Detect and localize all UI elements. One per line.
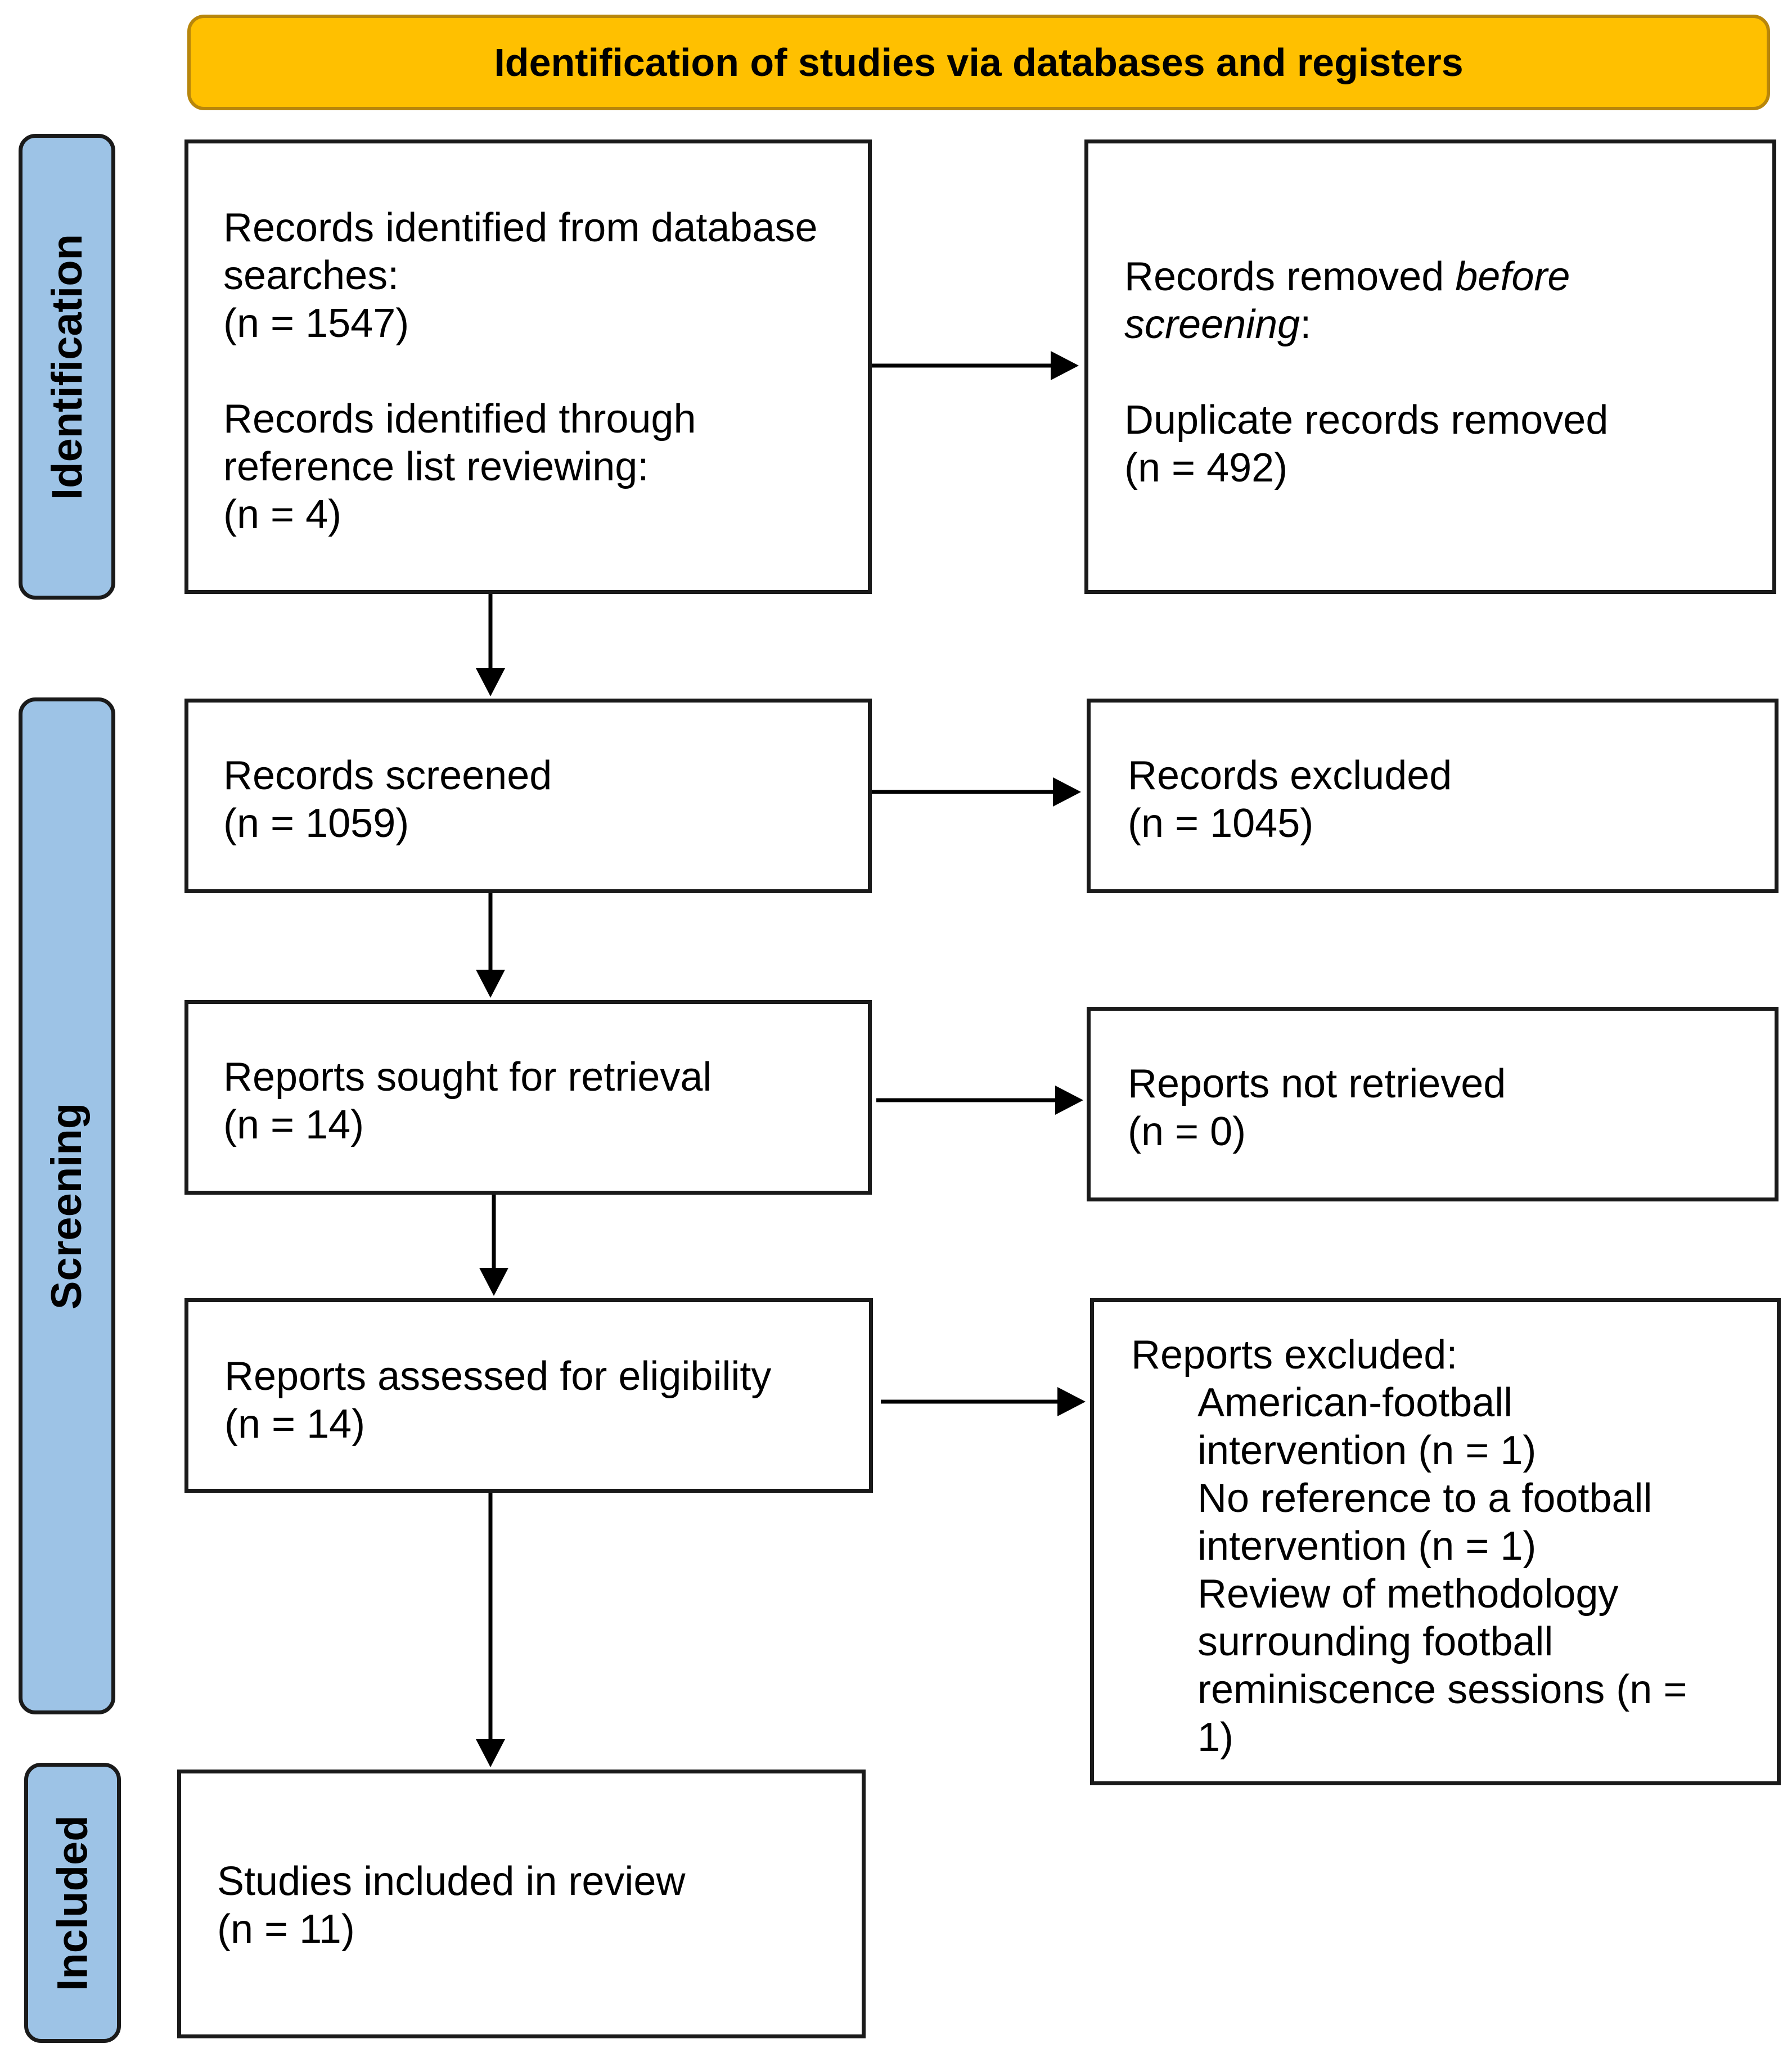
excluded-reason-line: Review of methodology	[1197, 1572, 1619, 1617]
records-screened-box: Records screened (n = 1059)	[184, 699, 872, 893]
db-line-2: searches:	[223, 253, 399, 298]
phase-included: Included	[24, 1763, 121, 2043]
removed-line-2: screening:	[1124, 301, 1772, 349]
arrow-head	[1057, 1387, 1086, 1416]
reports-sought-box: Reports sought for retrieval (n = 14)	[184, 1000, 872, 1195]
reports-excluded-box: Reports excluded: American-football inte…	[1090, 1298, 1781, 1785]
assessed-count: (n = 14)	[224, 1402, 366, 1447]
reports-not-retrieved-box: Reports not retrieved (n = 0)	[1087, 1007, 1779, 1201]
db-count: (n = 1547)	[223, 301, 409, 346]
excluded-count: (n = 1045)	[1128, 801, 1314, 846]
header-banner: Identification of studies via databases …	[187, 15, 1770, 110]
records-removed-box: Records removed before screening: Duplic…	[1084, 139, 1776, 594]
studies-included-box: Studies included in review (n = 11)	[177, 1770, 866, 2038]
dup-count: (n = 492)	[1124, 445, 1288, 490]
included-label: Studies included in review	[217, 1859, 686, 1904]
removed-colon: :	[1300, 302, 1312, 347]
arrow-head	[1053, 777, 1081, 807]
phase-screening: Screening	[19, 697, 115, 1714]
excluded-reason-line: intervention (n = 1)	[1197, 1428, 1537, 1473]
removed-prefix: Records removed	[1124, 254, 1456, 299]
dup-label: Duplicate records removed	[1124, 398, 1609, 443]
excluded-reason-line: American-football	[1197, 1380, 1513, 1425]
arrow-head	[476, 1739, 505, 1767]
excluded-reason-line: reminiscence sessions (n =	[1197, 1667, 1687, 1712]
not-retrieved-count: (n = 0)	[1128, 1109, 1246, 1154]
excluded-reason-line: intervention (n = 1)	[1197, 1524, 1537, 1569]
included-count: (n = 11)	[217, 1907, 355, 1952]
db-line-1: Records identified from database	[223, 205, 818, 250]
removed-screening: screening	[1124, 302, 1300, 347]
sought-label: Reports sought for retrieval	[223, 1055, 712, 1100]
arrow-head	[1051, 351, 1079, 380]
removed-line-1: Records removed before	[1124, 253, 1772, 301]
records-excluded-box: Records excluded (n = 1045)	[1087, 699, 1779, 893]
ref-count: (n = 4)	[223, 492, 342, 537]
screened-count: (n = 1059)	[223, 801, 409, 846]
phase-identification: Identification	[19, 134, 115, 600]
assessed-label: Reports assessed for eligibility	[224, 1354, 772, 1399]
arrow-head	[476, 668, 505, 696]
not-retrieved-label: Reports not retrieved	[1128, 1061, 1506, 1106]
screened-label: Records screened	[223, 753, 552, 798]
reports-excluded-label: Reports excluded:	[1131, 1332, 1458, 1377]
excluded-label: Records excluded	[1128, 753, 1452, 798]
identification-box: Records identified from database searche…	[184, 139, 872, 594]
ref-line-2: reference list reviewing:	[223, 444, 649, 489]
arrow-head	[479, 1268, 508, 1296]
arrow-head	[1055, 1086, 1083, 1115]
ref-line-1: Records identified through	[223, 397, 696, 442]
reports-assessed-box: Reports assessed for eligibility (n = 14…	[184, 1298, 873, 1493]
excluded-reason-line: surrounding football	[1197, 1619, 1554, 1664]
arrow-head	[476, 970, 505, 998]
header-title: Identification of studies via databases …	[494, 40, 1464, 84]
excluded-reason-line: 1)	[1197, 1715, 1234, 1760]
excluded-reason-line: No reference to a football	[1197, 1476, 1653, 1521]
removed-before: before	[1455, 254, 1570, 299]
sought-count: (n = 14)	[223, 1102, 364, 1147]
